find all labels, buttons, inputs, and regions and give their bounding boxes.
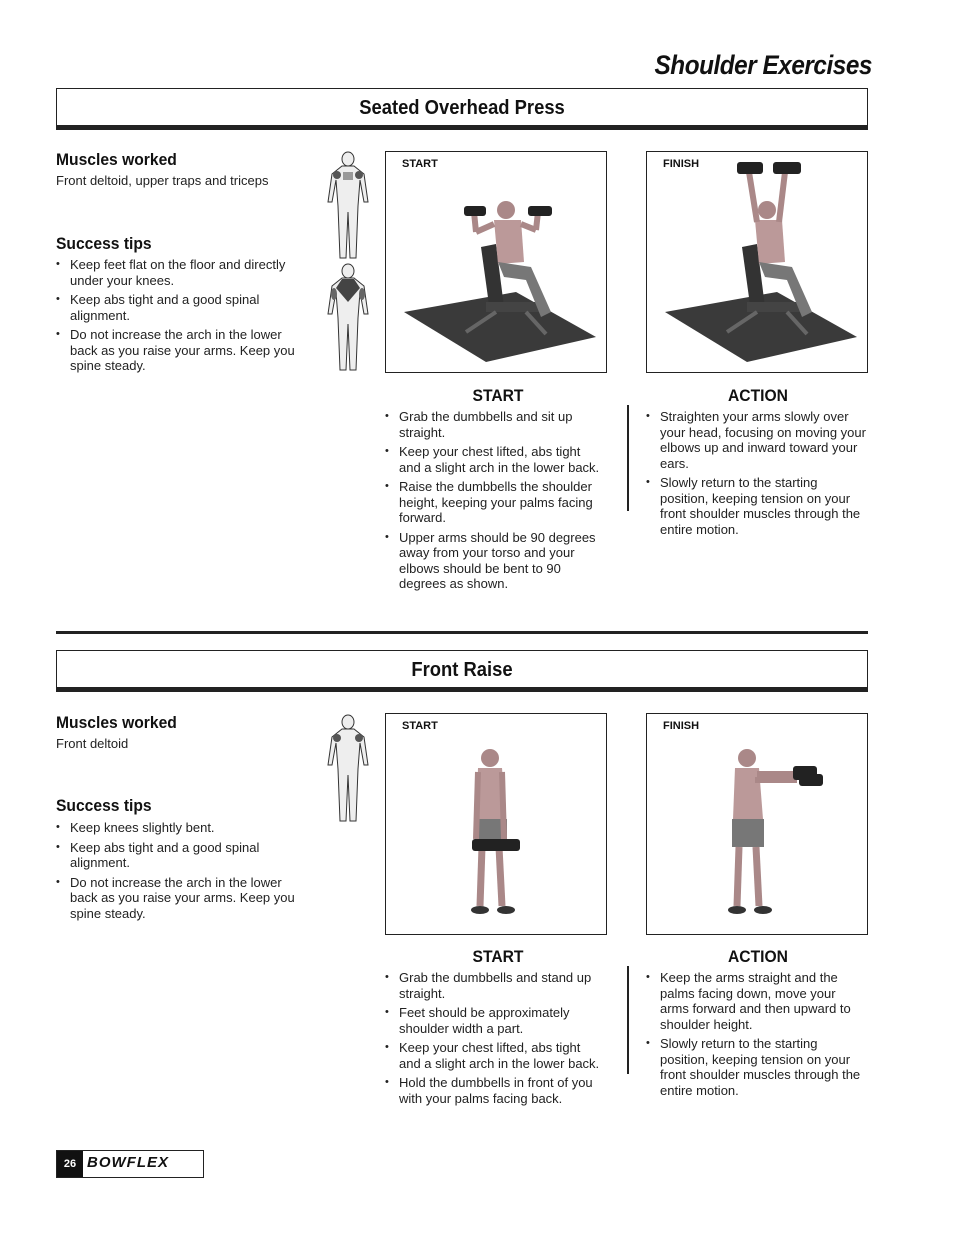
standing-start-illustration (471, 749, 520, 914)
section-header-front-raise: Front Raise (56, 650, 868, 692)
list-item: Grab the dumbbells and stand up straight… (385, 970, 605, 1001)
list-item: Keep feet flat on the floor and directly… (56, 257, 301, 288)
finish-photo: FINISH (646, 713, 868, 935)
column-divider (627, 966, 629, 1074)
start-heading: START (472, 947, 524, 966)
start-photo: START (385, 713, 607, 935)
action-heading: ACTION (728, 386, 788, 405)
column-divider (627, 405, 629, 511)
success-tips-list: Keep knees slightly bent. Keep abs tight… (56, 820, 301, 925)
success-tips-heading: Success tips (56, 234, 152, 253)
section-title: Seated Overhead Press (359, 97, 565, 119)
list-item: Do not increase the arch in the lower ba… (56, 327, 301, 374)
section-title: Front Raise (411, 659, 513, 681)
muscles-worked-text: Front deltoid, upper traps and triceps (56, 173, 269, 188)
seated-start-illustration (404, 201, 596, 362)
footer-brand-box: 26 BOWFLEX (56, 1150, 204, 1178)
photo-label: FINISH (663, 158, 700, 170)
action-steps-list: Keep the arms straight and the palms fac… (646, 970, 866, 1102)
list-item: Straighten your arms slowly over your he… (646, 409, 866, 471)
list-item: Do not increase the arch in the lower ba… (56, 875, 301, 922)
muscles-worked-text: Front deltoid (56, 736, 129, 751)
list-item: Hold the dumbbells in front of you with … (385, 1075, 605, 1106)
photo-label: START (402, 158, 438, 170)
action-heading: ACTION (728, 947, 788, 966)
standing-finish-illustration (728, 749, 823, 914)
section-divider (56, 631, 868, 634)
muscles-worked-heading: Muscles worked (56, 150, 177, 169)
anatomy-back-figure (320, 262, 376, 374)
list-item: Keep your chest lifted, abs tight and a … (385, 444, 605, 475)
page-title: Shoulder Exercises (654, 50, 873, 80)
seated-finish-illustration (665, 162, 857, 362)
list-item: Raise the dumbbells the shoulder height,… (385, 479, 605, 526)
page-number: 26 (57, 1151, 83, 1177)
section-header-seated-overhead-press: Seated Overhead Press (56, 88, 868, 130)
list-item: Slowly return to the starting position, … (646, 475, 866, 537)
list-item: Slowly return to the starting position, … (646, 1036, 866, 1098)
finish-photo: FINISH (646, 151, 868, 373)
list-item: Grab the dumbbells and sit up straight. (385, 409, 605, 440)
brand-logo: BOWFLEX (87, 1154, 169, 1171)
list-item: Upper arms should be 90 degrees away fro… (385, 530, 605, 592)
action-steps-list: Straighten your arms slowly over your he… (646, 409, 866, 541)
list-item: Feet should be approximately shoulder wi… (385, 1005, 605, 1036)
photo-label: FINISH (663, 720, 700, 732)
list-item: Keep knees slightly bent. (56, 820, 301, 836)
list-item: Keep abs tight and a good spinal alignme… (56, 292, 301, 323)
list-item: Keep your chest lifted, abs tight and a … (385, 1040, 605, 1071)
anatomy-front-figure (320, 713, 376, 825)
muscles-worked-heading: Muscles worked (56, 713, 177, 732)
start-steps-list: Grab the dumbbells and sit up straight. … (385, 409, 605, 596)
photo-label: START (402, 720, 438, 732)
list-item: Keep the arms straight and the palms fac… (646, 970, 866, 1032)
list-item: Keep abs tight and a good spinal alignme… (56, 840, 301, 871)
success-tips-heading: Success tips (56, 796, 152, 815)
anatomy-front-figure (320, 150, 376, 262)
start-photo: START (385, 151, 607, 373)
start-steps-list: Grab the dumbbells and stand up straight… (385, 970, 605, 1110)
start-heading: START (472, 386, 524, 405)
success-tips-list: Keep feet flat on the floor and directly… (56, 257, 301, 378)
